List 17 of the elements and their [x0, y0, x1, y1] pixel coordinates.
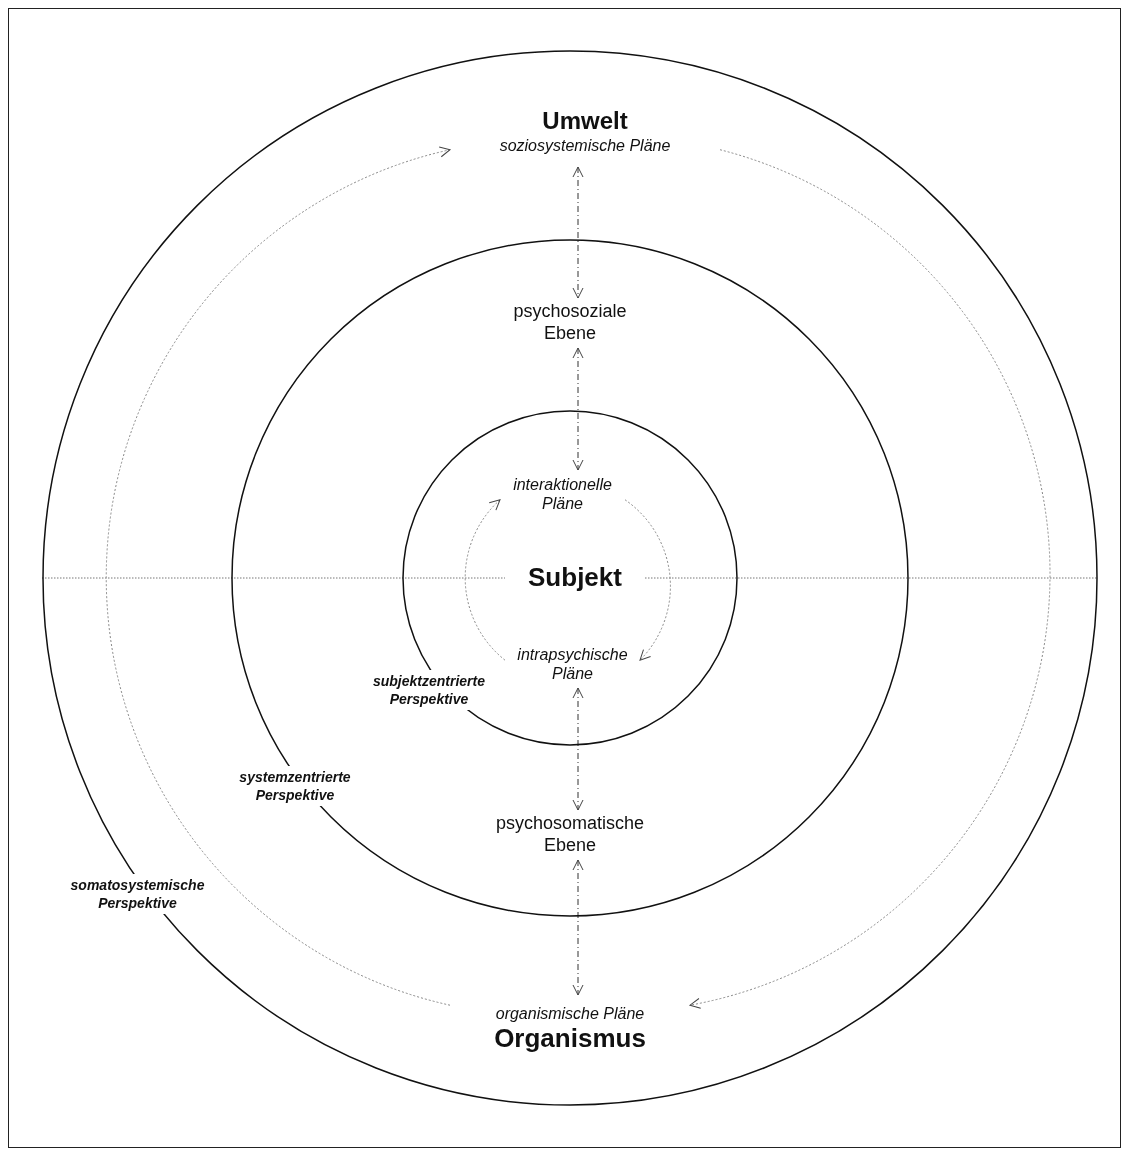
- arrow: [689, 149, 1051, 1009]
- arrow: [106, 147, 451, 1006]
- arrow: [464, 499, 506, 661]
- heading: Subjekt: [528, 562, 622, 594]
- arrow: [572, 347, 584, 471]
- plan-label: soziosystemische Pläne: [499, 135, 671, 155]
- plan-label: organismische Pläne: [495, 1003, 645, 1023]
- arrow: [624, 499, 671, 661]
- arrow: [572, 166, 584, 299]
- arrow: [572, 687, 584, 811]
- plan-label: interaktionelle Pläne: [512, 474, 613, 514]
- level-label: psychosomatische Ebene: [494, 813, 646, 857]
- level-label: psychosoziale Ebene: [512, 301, 628, 345]
- heading: Organismus: [494, 1023, 646, 1055]
- plan-label: intrapsychische Pläne: [516, 644, 629, 684]
- arrow: [572, 859, 584, 996]
- heading: Umwelt: [542, 107, 628, 136]
